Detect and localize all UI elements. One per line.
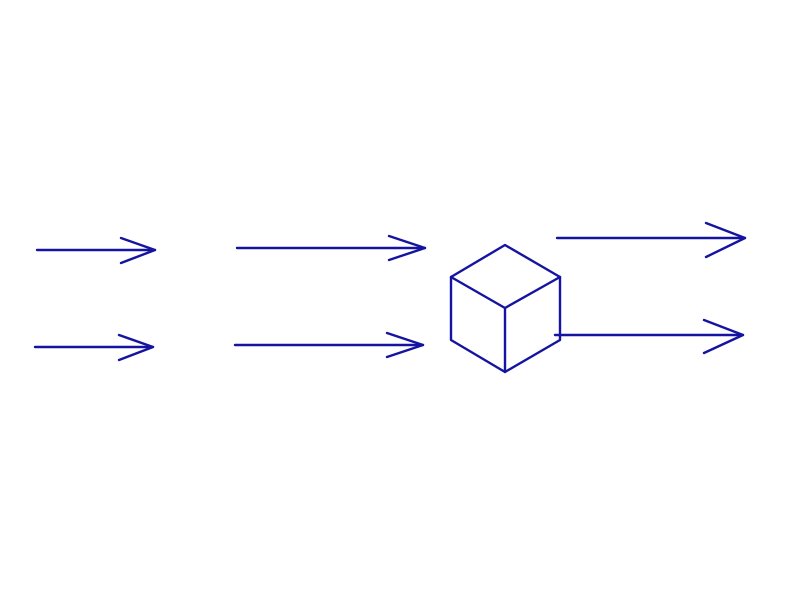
arrow-left-top-icon [35, 236, 157, 265]
arrow-right-top-icon [555, 221, 747, 259]
arrow-middle-top-icon [235, 234, 427, 262]
cube-icon [449, 243, 562, 374]
arrow-middle-bottom-icon [233, 331, 425, 359]
arrow-left-bottom-icon [33, 333, 155, 362]
arrow-right-bottom-icon [553, 318, 745, 355]
